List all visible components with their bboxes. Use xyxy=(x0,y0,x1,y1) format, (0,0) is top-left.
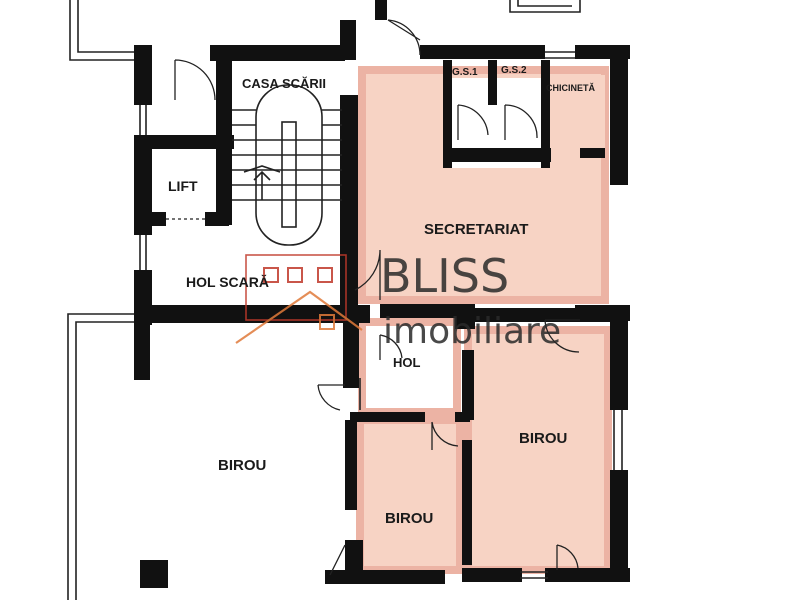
label-casa-scarii: CASA SCĂRII xyxy=(242,76,326,91)
logo-house-frame xyxy=(245,254,347,321)
label-chicineta: CHICINETĂ xyxy=(546,83,595,93)
label-secretariat: SECRETARIAT xyxy=(424,221,528,238)
windows xyxy=(139,51,623,579)
label-lift: LIFT xyxy=(168,178,198,194)
label-gs1: G.S.1 xyxy=(452,67,478,78)
label-hol: HOL xyxy=(393,355,421,370)
walls xyxy=(134,0,630,588)
label-gs2: G.S.2 xyxy=(501,65,527,76)
label-birou-right: BIROU xyxy=(519,430,567,447)
label-birou-large: BIROU xyxy=(218,457,266,474)
stair-arrow-icon xyxy=(243,165,281,200)
exterior-frame-bottom xyxy=(67,313,136,600)
logo-window-1 xyxy=(263,267,279,283)
logo-text-bliss: BLISS xyxy=(380,249,509,303)
birou-right-area xyxy=(464,326,612,574)
logo-window-4 xyxy=(319,314,335,330)
room-labels: CASA SCĂRII LIFT HOL SCARĂ G.S.1 G.S.2 C… xyxy=(168,65,595,527)
exterior-frame-top xyxy=(69,0,581,61)
chicineta-area xyxy=(545,75,605,155)
bliss-logo: BLISS imobiliare xyxy=(235,249,561,352)
label-hol-scara: HOL SCARĂ xyxy=(186,274,269,290)
doors xyxy=(174,19,580,576)
label-birou-bottom: BIROU xyxy=(385,510,433,527)
logo-window-2 xyxy=(287,267,303,283)
logo-roof-icon xyxy=(235,290,363,344)
logo-text-imobiliare: imobiliare xyxy=(383,311,561,352)
staircase xyxy=(232,84,342,246)
logo-window-3 xyxy=(317,267,333,283)
